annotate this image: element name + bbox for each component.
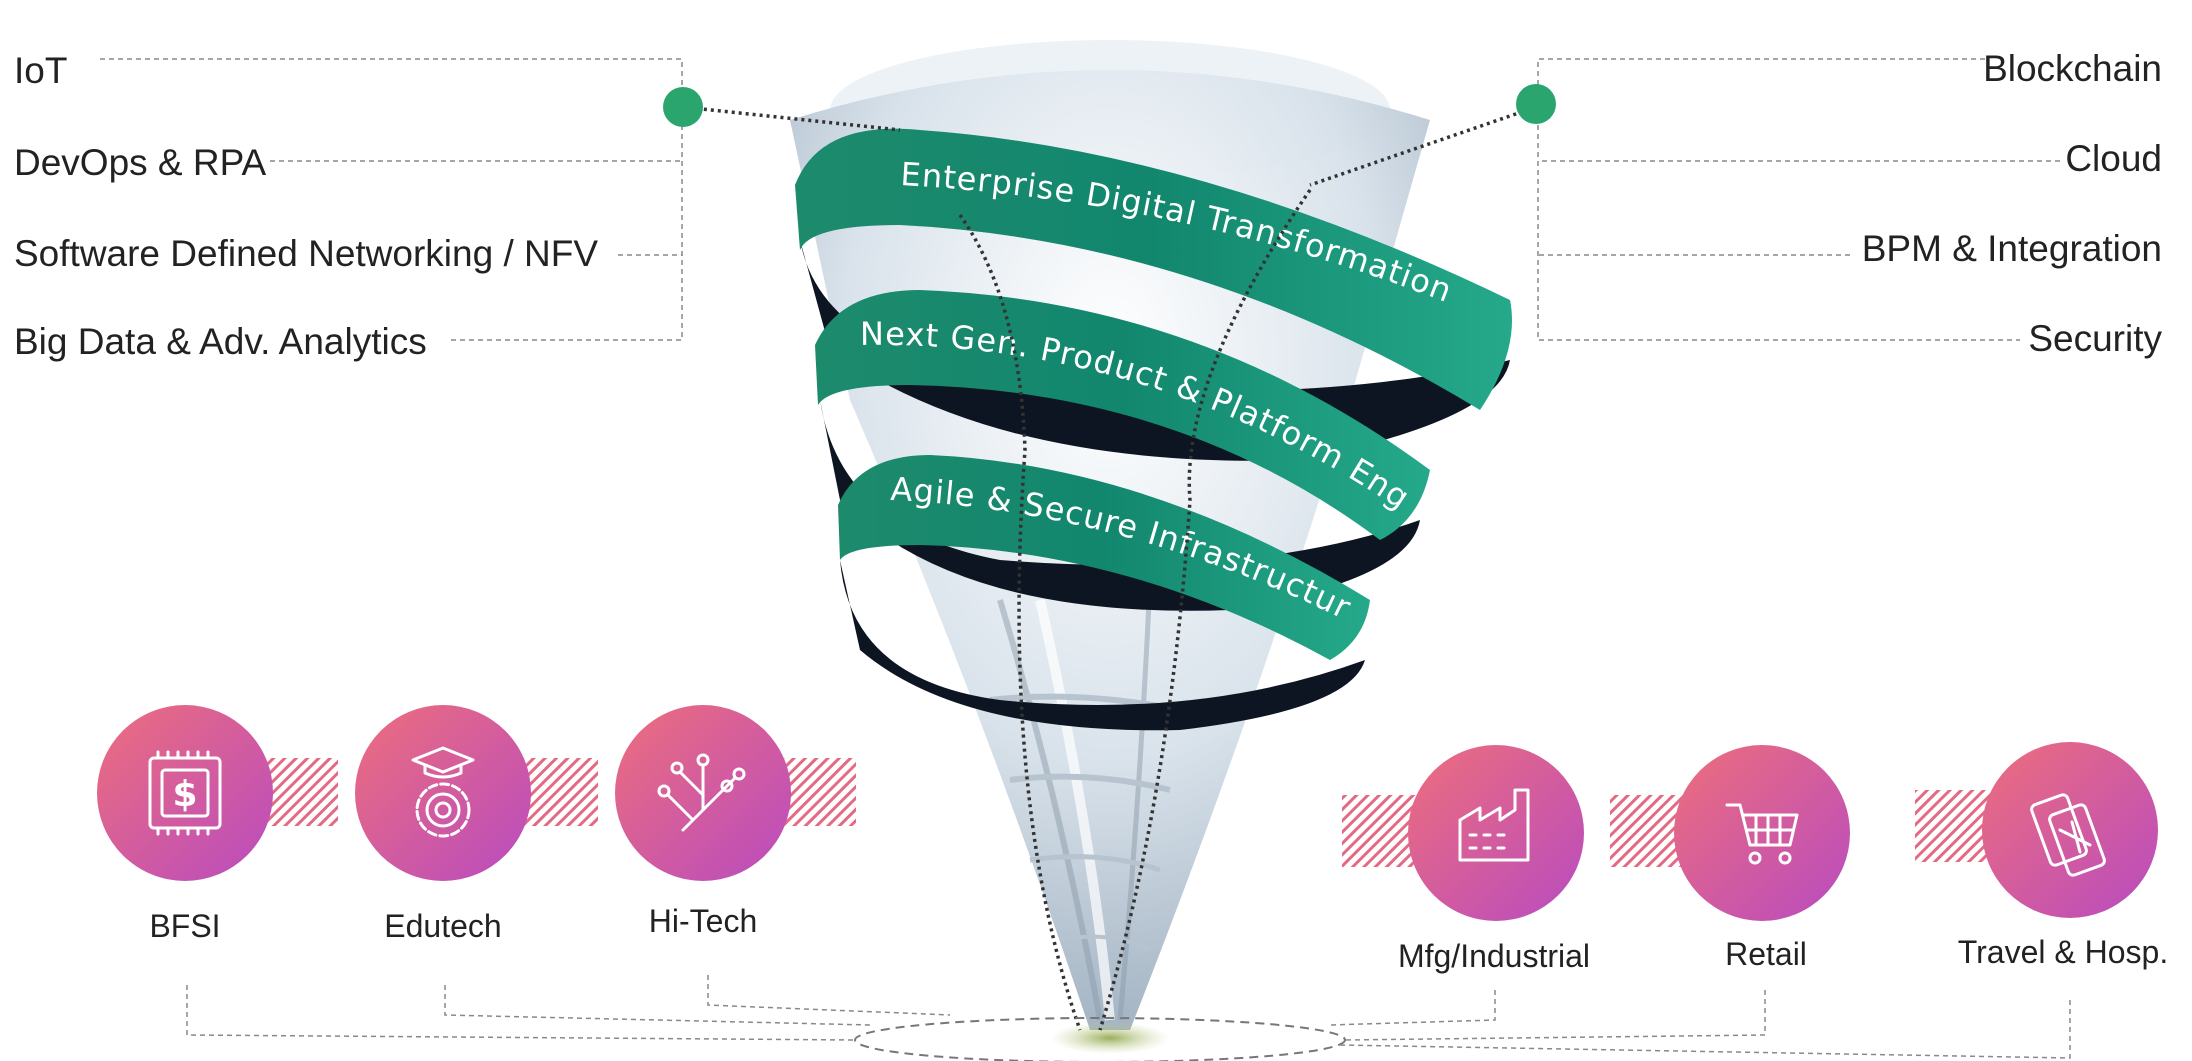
industry-circle-travel: [1982, 742, 2158, 918]
shopping-cart-icon: [1725, 803, 1799, 865]
band-enterprise: [795, 128, 1512, 410]
graduation-gear-icon: [411, 746, 475, 838]
tech-label-sdn: Software Defined Networking / NFV: [14, 233, 599, 274]
industry-circle-mfg: [1408, 745, 1584, 921]
band-nextgen: [815, 290, 1430, 540]
tech-label-devops: DevOps & RPA: [14, 142, 267, 183]
industry-circles: [97, 705, 2158, 921]
industry-circle-retail: [1674, 745, 1850, 921]
industry-label-travel: Travel & Hosp.: [1957, 934, 2169, 970]
industry-circle-bfsi: [97, 705, 273, 881]
industry-label-edutech: Edutech: [384, 908, 502, 944]
left-node-dot: [663, 87, 703, 127]
tech-label-security: Security: [2028, 318, 2162, 359]
band-agile: [838, 455, 1370, 660]
svg-text:$: $: [172, 774, 197, 815]
tech-label-blockchain: Blockchain: [1983, 48, 2162, 89]
industry-label-hitech: Hi-Tech: [648, 903, 758, 939]
tech-connectors: [100, 58, 2060, 341]
tech-label-bigdata: Big Data & Adv. Analytics: [14, 321, 427, 362]
tech-label-iot: IoT: [14, 50, 68, 91]
right-node-dot: [1516, 84, 1556, 124]
phone-plane-icon: [2030, 793, 2106, 877]
industry-label-bfsi: BFSI: [149, 908, 221, 944]
industry-label-retail: Retail: [1725, 936, 1807, 972]
factory-icon: [1458, 788, 1530, 862]
industry-connectors: [186, 975, 2071, 1061]
circuit-tree-icon: [657, 753, 746, 832]
industry-label-mfg: Mfg/Industrial: [1397, 938, 1591, 974]
dollar-chip-icon: $: [148, 750, 222, 836]
tech-label-bpm: BPM & Integration: [1861, 228, 2162, 269]
node-links: [682, 105, 1537, 1031]
tech-label-cloud: Cloud: [2065, 138, 2162, 179]
